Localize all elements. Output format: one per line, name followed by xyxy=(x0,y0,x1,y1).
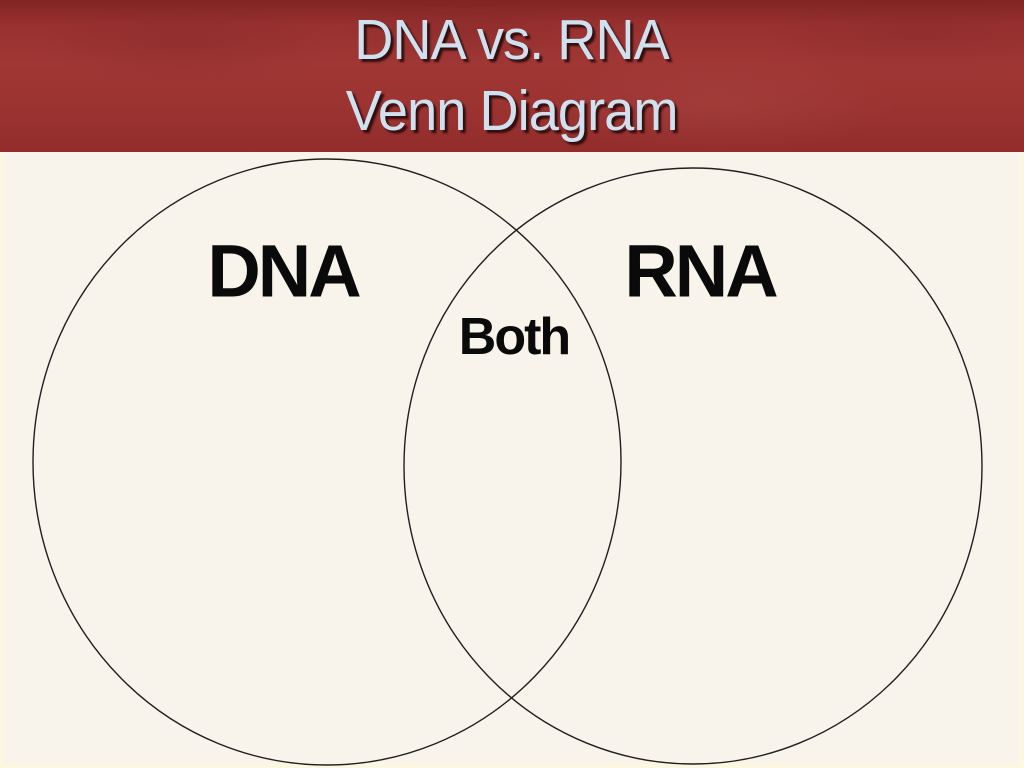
venn-left-circle xyxy=(32,158,622,766)
slide-title-line2: Venn Diagram xyxy=(346,79,679,143)
slide-body-background xyxy=(0,152,1024,768)
slide-title-line1: DNA vs. RNA xyxy=(354,8,670,72)
venn-overlap-label: Both xyxy=(458,308,571,366)
venn-right-circle xyxy=(403,167,983,765)
venn-right-label: RNA xyxy=(624,229,778,313)
header-banner: DNA vs. RNA Venn Diagram xyxy=(0,0,1024,152)
venn-left-label: DNA xyxy=(207,229,361,313)
